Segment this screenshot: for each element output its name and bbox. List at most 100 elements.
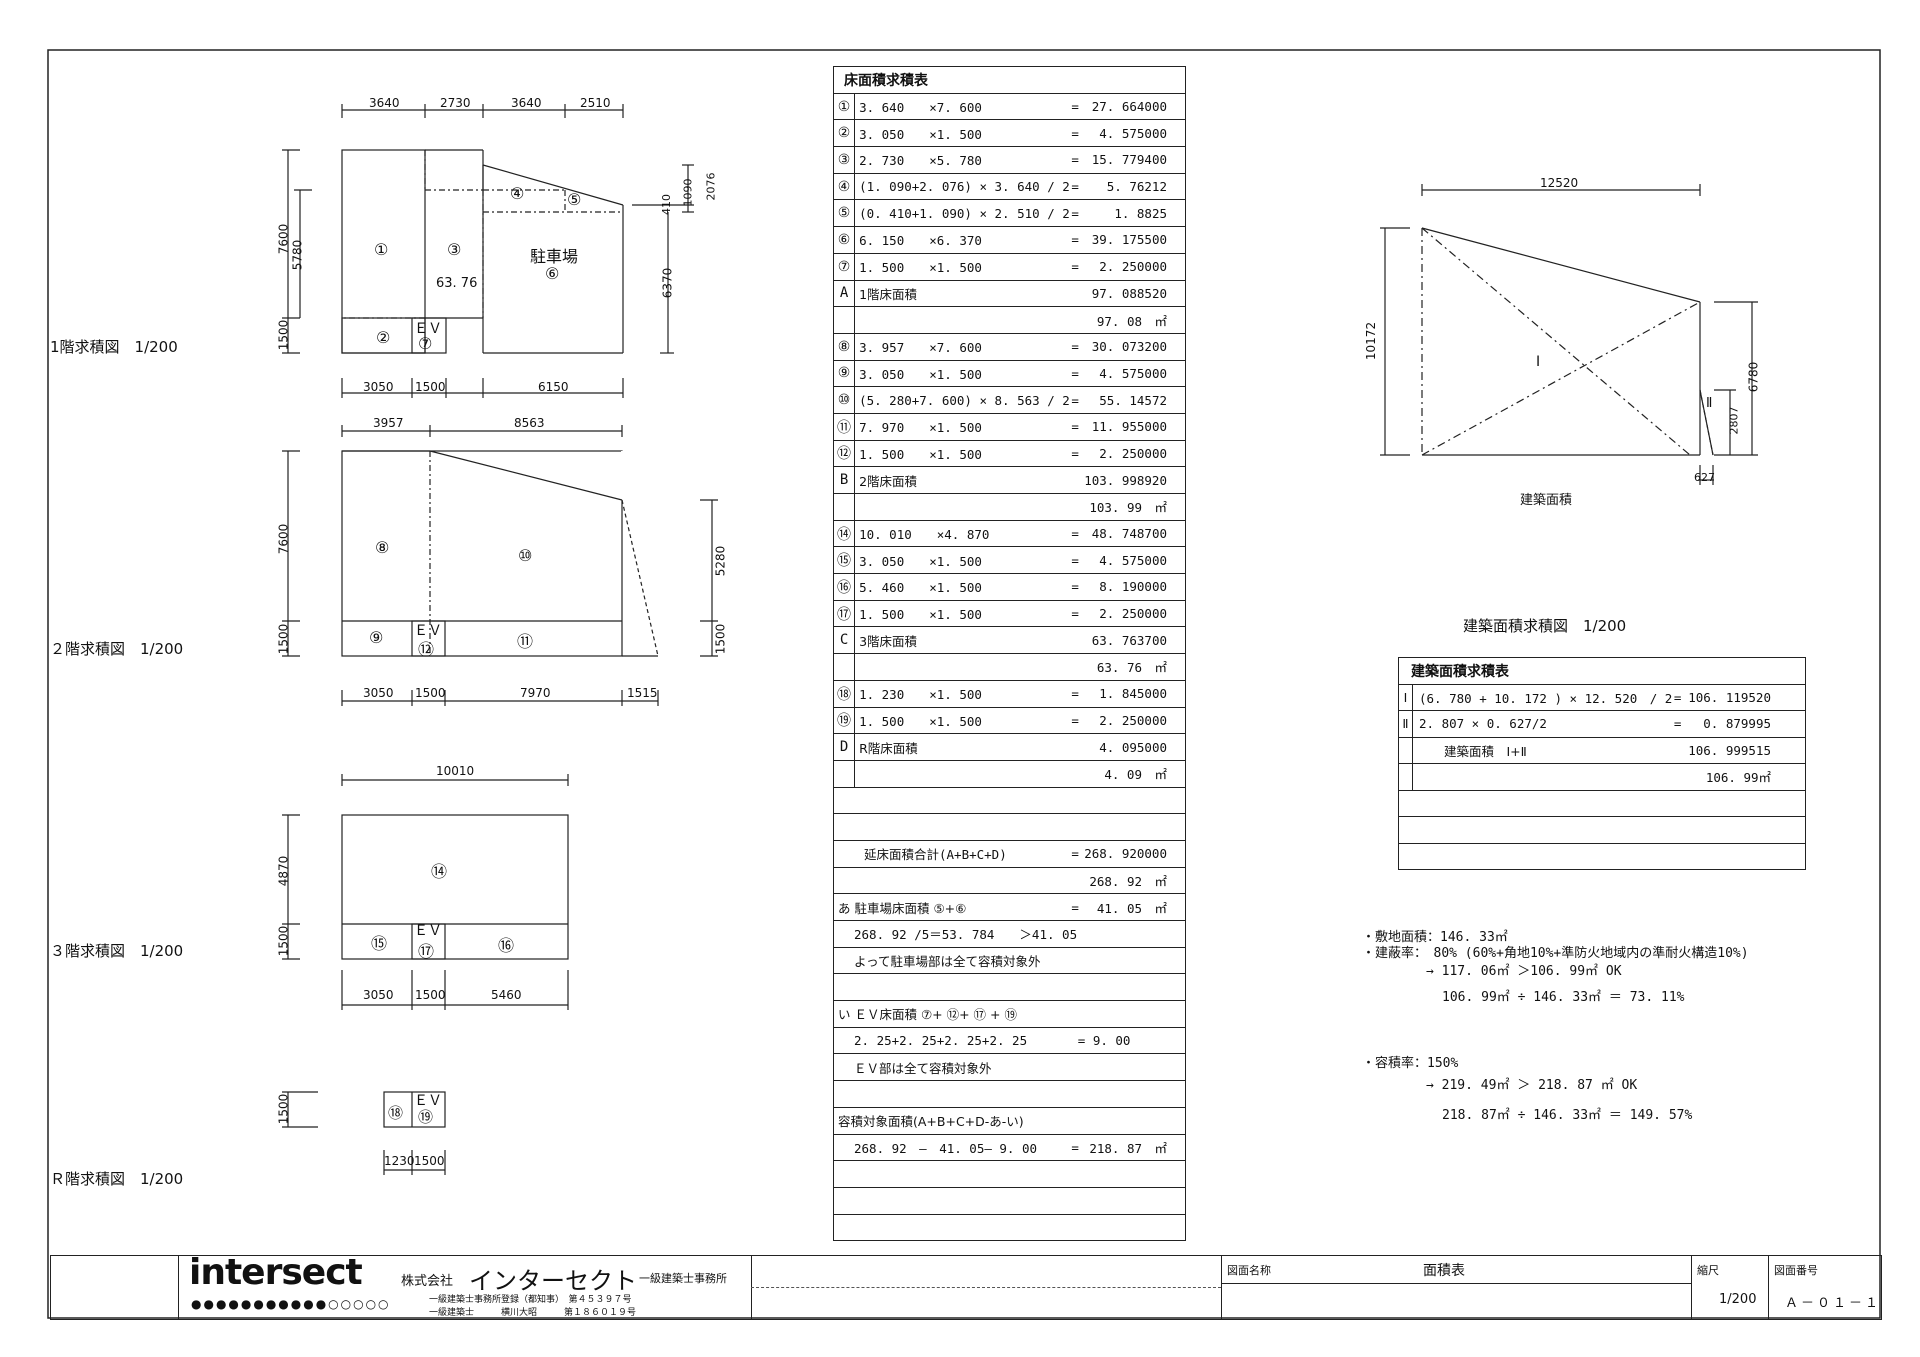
note-far: ・容積率：150% — [1362, 1056, 1459, 1071]
floor-area-cell-no: ⑫ — [833, 440, 856, 468]
total-label: 延床面積合計(A+B+C+D) — [833, 840, 1070, 868]
floor1-area-5: ⑤ — [567, 190, 582, 209]
building-area-cell-no — [1398, 737, 1413, 764]
logo-dots: ●●●●●●●●●●●○○○○○ — [191, 1297, 391, 1311]
note-far-check: → 219. 49㎡ ＞ 218. 87 ㎡ OK — [1426, 1078, 1638, 1093]
floor3-area-16: ⑯ — [498, 936, 515, 955]
floor-area-cell-expr — [854, 306, 1070, 334]
ev-note: ＥＶ部は全て容積対象外 — [833, 1053, 1186, 1082]
floor-area-cell-expr: 1. 500 ×1. 500 — [854, 440, 1070, 468]
floor3-ev: ＥＶ — [414, 923, 442, 939]
floor-area-cell-no: ⑱ — [833, 680, 856, 708]
floor2-ev: ＥＶ — [414, 623, 442, 639]
floor-area-cell-eq: = — [1069, 93, 1081, 121]
floor-area-row: 63. 76 ㎡ — [833, 653, 1186, 681]
floor-area-cell-no: D — [833, 733, 856, 761]
floor-area-cell-eq: = — [1069, 707, 1081, 735]
floor2-area-8: ⑧ — [375, 538, 390, 557]
ev-label: い ＥＶ床面積 ⑦+ ⑫+ ⑰ + ⑲ — [833, 1000, 1186, 1028]
floor-area-cell-expr: (1. 090+2. 076) × 3. 640 / 2 — [854, 173, 1070, 201]
floor3-dim-top-1: 10010 — [436, 764, 475, 778]
floor2-area-11: ⑪ — [517, 632, 534, 651]
floor-area-cell-expr: 6. 150 ×6. 370 — [854, 226, 1070, 254]
floorR-dim-left-1: 1500 — [276, 1093, 291, 1125]
floor1-parking-label: 駐車場 — [530, 247, 579, 266]
floor-area-cell-expr: 1. 500 ×1. 500 — [854, 600, 1070, 628]
floor3-dim-left-1: 4870 — [276, 855, 291, 887]
floor3-area-17: ⑰ — [418, 942, 435, 961]
floor-area-cell-val: 4. 09 ㎡ — [1080, 760, 1186, 788]
floor-area-cell-val: 103. 99 ㎡ — [1080, 493, 1186, 521]
bplan-dim-right: 6780 — [1746, 361, 1761, 393]
vol-label: 容積対象面積(A+B+C+D-あ-い) — [833, 1107, 1186, 1135]
floor-area-cell-eq — [1069, 626, 1081, 655]
building-area-cell-expr: 2. 807 × 0. 627/2 — [1412, 710, 1673, 738]
floor-area-cell-val: 39. 175500 — [1080, 226, 1186, 254]
floor-area-table-title: 床面積求積表 — [833, 66, 1186, 94]
floor-area-cell-val: 30. 073200 — [1080, 333, 1186, 361]
floor-area-cell-eq: = — [1069, 333, 1081, 361]
floorR-dim-bottom-2: 1500 — [414, 1154, 445, 1168]
floor-area-cell-expr: 7. 970 ×1. 500 — [854, 413, 1070, 441]
floor3-label: ３階求積図 1/200 — [50, 942, 184, 960]
building-area-cell-expr: 建築面積 Ⅰ+Ⅱ — [1412, 737, 1673, 764]
floor-area-cell-val: 4. 575000 — [1080, 119, 1186, 148]
floor-area-cell-val: 63. 763700 — [1080, 626, 1186, 655]
floor-area-cell-eq — [1069, 760, 1081, 788]
floor-area-row: 103. 99 ㎡ — [833, 493, 1186, 521]
floor-area-cell-expr: 3. 640 ×7. 600 — [854, 93, 1070, 121]
floor-area-cell-eq: = — [1069, 600, 1081, 628]
note-site: ・敷地面積：146. 33㎡ — [1362, 930, 1508, 945]
floor-area-cell-val: 97. 088520 — [1080, 280, 1186, 308]
floor-area-cell-expr: 3. 957 ×7. 600 — [854, 333, 1070, 361]
floor-area-cell-no: ② — [833, 119, 856, 148]
floor3-dim-bottom-2: 1500 — [415, 988, 446, 1002]
floor2-label: ２階求積図 1/200 — [50, 640, 184, 658]
floor-area-cell-expr: 3. 050 ×1. 500 — [854, 546, 1070, 575]
floor2-dim-bottom-3: 7970 — [520, 686, 551, 700]
floor-area-cell-eq: = — [1069, 146, 1081, 174]
floor2-area-10: ⑩ — [518, 546, 533, 565]
company-logo: intersect — [189, 1252, 363, 1293]
floor-area-row: 97. 08 ㎡ — [833, 306, 1186, 334]
building-area-cell-val: 106. 99㎡ — [1683, 763, 1806, 791]
floor1-dim-left-3: 1500 — [276, 319, 291, 351]
parking-value: 41. 05 ㎡ — [1080, 893, 1186, 921]
floor-area-cell-eq: = — [1069, 119, 1081, 148]
floor-area-cell-no: ⑧ — [833, 333, 856, 361]
floor1-label: 1階求積図 1/200 — [50, 338, 178, 356]
floor1-area-3: ③ — [447, 240, 462, 259]
floor-area-cell-val: 4. 575000 — [1080, 360, 1186, 388]
floor1-dim-bottom-1: 3050 — [363, 380, 394, 394]
building-area-table: 建築面積求積表 Ⅰ(6. 780 + 10. 172 ) × 12. 520 /… — [1398, 657, 1806, 870]
floor1-parking-num: ⑥ — [545, 264, 560, 283]
floorR-area-19: ⑲ — [418, 1108, 434, 1126]
floor-area-cell-expr: 1. 230 ×1. 500 — [854, 680, 1070, 708]
floor3-dim-left-2: 1500 — [276, 925, 291, 957]
floor1-dim-right-3: 2076 — [704, 172, 718, 201]
floor-area-cell-expr: 3. 050 ×1. 500 — [854, 360, 1070, 388]
floor1-area3-value: 63. 76 — [436, 276, 478, 291]
vol-calc: 268. 92 ― 41. 05― 9. 00 — [833, 1134, 1070, 1162]
floor-area-row: ⑩ (5. 280+7. 600) × 8. 563 / 2=55. 14572 — [833, 386, 1186, 414]
total-value: 268. 920000 — [1080, 840, 1186, 868]
note-coverage-check: → 117. 06㎡ ＞106. 99㎡ OK — [1426, 964, 1622, 979]
floor-area-cell-no — [833, 653, 856, 681]
floor-area-cell-val: 4. 575000 — [1080, 546, 1186, 575]
floor1-dim-right-4: 6370 — [660, 267, 675, 299]
building-area-cell-eq — [1672, 737, 1683, 764]
floor-area-cell-eq — [1069, 493, 1081, 521]
floor1-ev: ＥＶ — [414, 321, 442, 337]
building-area-cell-eq: = — [1672, 710, 1683, 738]
floor-area-cell-eq — [1069, 733, 1081, 761]
floor-area-cell-val: 55. 14572 — [1080, 386, 1186, 414]
